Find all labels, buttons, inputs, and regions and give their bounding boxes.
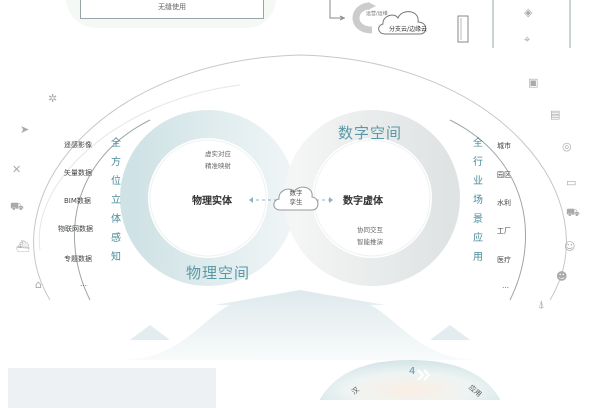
sensor-icon: ⌂ [35,278,42,291]
title-char: 业 [473,176,483,187]
title-char: 景 [473,214,483,225]
physical-entity-label: 物理实体 [192,196,232,207]
title-char: 方 [111,157,121,168]
note: 协同交互 [357,226,383,234]
industry-item: 水利 [497,199,511,207]
screen-icon: ▭ [566,176,577,189]
upward-arrows [120,290,480,360]
title-char: 全 [111,138,121,149]
bottom-panel [8,368,216,408]
perception-vertical-title: 全 方 位 立 体 感 知 [110,134,122,267]
alarm-icon: ◎ [562,140,572,153]
data-item: 矢量数据 [64,169,92,177]
twin-word: 数字 [289,189,303,197]
digital-twin-label: 数字 孪生 [284,189,308,207]
industry-item: 城市 [497,142,511,150]
digital-notes: 协同交互 智能推演 [350,224,390,248]
industry-vertical-title: 全 行 业 场 景 应 用 [472,134,484,267]
title-char: 场 [473,195,483,206]
person-icon: ☺ [564,240,576,253]
server-cabinet-icon [457,15,469,43]
drone-icon: ➤ [20,123,30,136]
bottom-dial [319,360,501,400]
antenna-icon: ⍋ [538,298,545,311]
industry-item: 医疗 [497,256,511,264]
note: 虚实对应 [205,150,231,158]
industry-item: 园区 [497,171,511,179]
seamless-use-box: 无缝使用 [80,0,264,19]
ship-icon: ⛴ [16,240,30,253]
machine-icon: ▣ [528,76,539,89]
title-char: 知 [111,252,121,263]
step-number: 4 [409,366,416,377]
car-icon: ⛟ [10,200,24,213]
title-char: 应 [473,233,483,244]
cabinet-icon: ▤ [550,108,561,121]
physical-notes: 虚实对应 精准映射 [198,148,238,172]
title-char: 全 [473,138,483,149]
digital-twin-cloud [273,186,319,211]
ops-label: 运营/运维 [366,11,388,17]
quadcopter-icon: ✕ [12,163,22,176]
connector-line [329,0,345,19]
edge-cloud-label: 分支云/边缘云 [389,26,428,33]
title-char: 行 [473,157,483,168]
edge-cloud-shape [378,11,427,35]
data-item: 专题数据 [64,255,92,263]
title-char: 位 [111,176,121,187]
title-char: 立 [111,195,121,206]
digital-space-title: 数字空间 [338,124,403,142]
satellite-icon: ✲ [48,92,58,105]
note: 精准映射 [205,162,231,170]
data-item: … [80,280,87,288]
physical-space-title: 物理空间 [186,264,251,282]
cctv-icon: ⌖ [524,33,531,46]
title-char: 体 [111,214,121,225]
note: 智能推演 [357,238,383,246]
title-char: 用 [473,252,483,263]
industry-item: 工厂 [497,227,511,235]
data-item: 物联网数据 [58,225,93,233]
industry-item: … [502,282,509,290]
data-item: BIM数据 [64,197,91,205]
twin-word: 孪生 [289,198,303,206]
outer-arc [33,54,567,301]
worker-icon: ☻ [556,270,568,283]
vehicle-icon: ⛟ [566,206,580,219]
title-char: 感 [111,233,121,244]
digital-entity-label: 数字虚体 [343,196,383,207]
seamless-use-label: 无缝使用 [158,3,186,11]
camera-icon: ◈ [524,6,533,19]
data-item: 遥感影像 [64,141,92,149]
